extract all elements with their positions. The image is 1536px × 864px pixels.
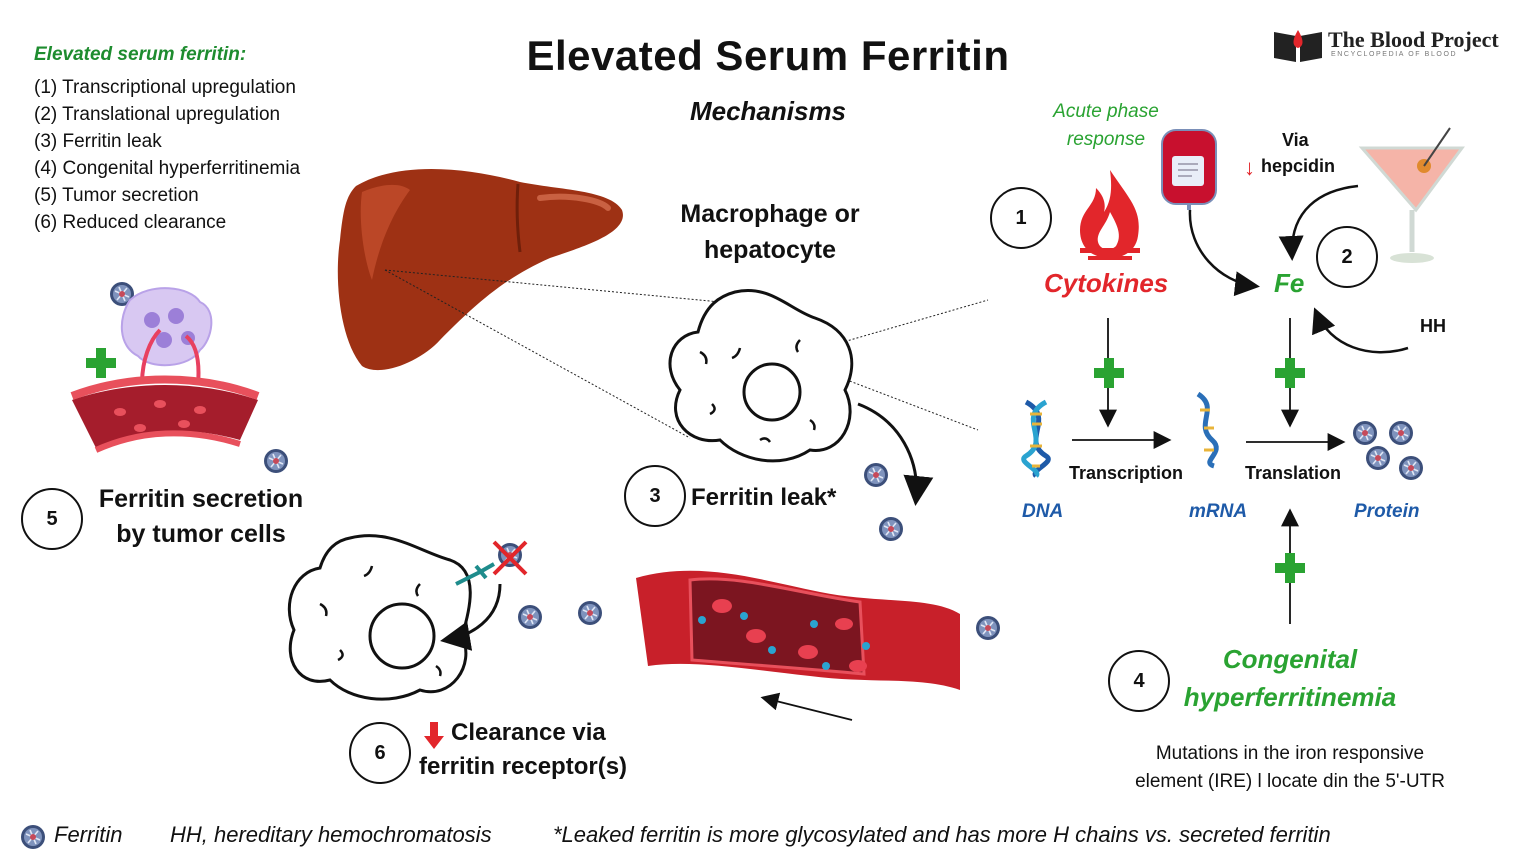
tumor-icon [120,287,213,385]
footer-hh-definition: HH, hereditary hemochromatosis [170,822,492,847]
zoom-line [794,299,989,357]
list-item: (4) Congenital hyperferritinemia [34,158,301,179]
logo-tagline: ENCYCLOPEDIA OF BLOOD [1331,51,1458,58]
via-label: Via [1282,130,1309,150]
logo-title: The Blood Project [1328,27,1499,52]
footer-note: *Leaked ferritin is more glycosylated an… [553,822,1331,847]
mechanism-list: (1) Transcriptional upregulation (2) Tra… [34,74,300,236]
uptake-arrow [440,583,502,651]
zoom-line [384,269,721,303]
flow-arrow [760,692,853,721]
blood-vessel-icon [70,375,260,453]
zoom-line [384,269,691,439]
page-title: Elevated Serum Ferritin [526,32,1010,79]
list-item: (5) Tumor secretion [34,185,199,206]
flame-icon [1080,170,1140,260]
step-2-badge: 2 [1316,226,1378,288]
transcription-label: Transcription [1069,463,1184,483]
step-3-badge: 3 [624,465,686,527]
cell-label: Macrophage or hepatocyte [680,200,860,264]
leak-arrow [857,402,934,506]
step-4-badge: 4 [1108,650,1170,712]
dna-icon [1021,399,1051,478]
tumor-label: Ferritin secretion by tumor cells [86,482,316,552]
mutations-note-line1: Mutations in the iron responsive [1155,743,1425,764]
page-subtitle: Mechanisms [689,96,847,126]
cocktail-icon [1358,127,1465,263]
dna-label: DNA [1022,501,1064,522]
mutations-note: Mutations in the iron responsive element… [1110,740,1470,796]
cytokines-label: Cytokines [1044,268,1169,298]
ferritin-leak-label: Ferritin leak* [691,484,837,511]
list-item: (3) Ferritin leak [34,131,162,152]
list-item: (6) Reduced clearance [34,212,227,233]
congenital-label-line1: Congenital [1222,644,1358,674]
step-6-badge: 6 [349,722,411,784]
tumor-label-line1: Ferritin secretion [98,485,304,513]
mrna-icon [1196,391,1219,469]
mutations-note-line2: element (IRE) l locate din the 5'-UTR [1135,771,1445,792]
hepcidin-label: hepcidin [1261,156,1336,176]
liver-icon [337,168,623,371]
acute-phase-label: Acute phase response [1053,101,1159,150]
down-arrow-icon: ↓ [1244,155,1255,180]
translation-label: Translation [1245,463,1342,483]
clearance-label-line1: Clearance via [451,719,606,746]
book-logo-icon [1274,30,1322,62]
down-arrow-icon [423,722,445,757]
zoom-line [804,363,979,431]
hh-arrow [1312,307,1409,354]
mechanism-list-heading: Elevated serum ferritin: [34,44,247,65]
list-item: (1) Transcriptional upregulation [34,77,296,98]
step-5-badge: 5 [21,488,83,550]
receptor-cell-icon [287,534,495,701]
mrna-label: mRNA [1189,501,1248,522]
hh-label: HH [1420,316,1446,336]
congenital-label: Congenital hyperferritinemia [1170,640,1410,716]
clearance-label-line2: ferritin receptor(s) [419,753,628,780]
blocked-x-icon [492,540,528,576]
tumor-label-line2: by tumor cells [116,520,286,548]
macrophage-cell-icon [668,289,854,463]
step-1-badge: 1 [990,187,1052,249]
protein-label: Protein [1354,501,1420,522]
fe-label: Fe [1274,268,1305,298]
footer-ferritin-legend: Ferritin [54,822,123,847]
bag-to-fe-arrow [1188,209,1260,297]
congenital-label-line2: hyperferritinemia [1183,682,1397,712]
vessel-segment-icon [636,570,960,690]
list-item: (2) Translational upregulation [34,104,281,125]
